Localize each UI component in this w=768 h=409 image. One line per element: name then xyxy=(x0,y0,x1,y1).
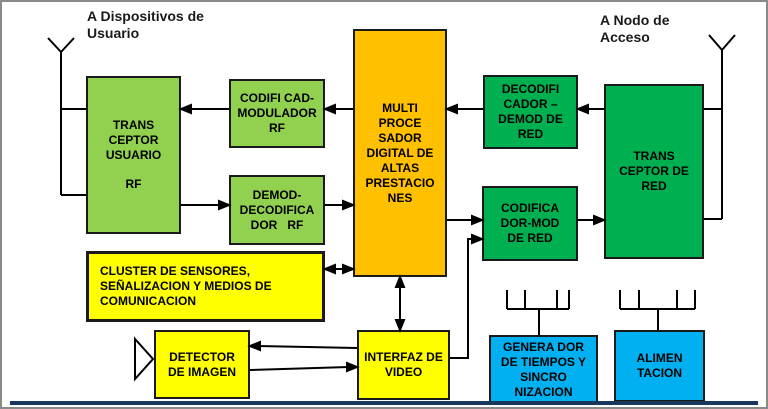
block-generador-de-tiempos: GENERA DOR DE TIEMPOS Y SINCRO NIZACION xyxy=(489,335,598,405)
antenna-icon-right xyxy=(704,34,736,220)
block-alimentacion: ALIMEN TACION xyxy=(614,330,705,402)
block-text-line: DE TIEMPOS Y xyxy=(500,355,587,369)
block-transceptor-usuario-rf: TRANS CEPTOR USUARIO RF xyxy=(86,76,181,234)
arrow-demod-rf-to-mp xyxy=(325,199,356,211)
block-text-line: DETECTOR xyxy=(169,349,235,364)
block-text-line: SINCRO xyxy=(520,370,567,384)
camera-icon xyxy=(134,336,155,382)
arrow-trans-usuario-to-demod-rf xyxy=(181,199,232,211)
block-text-line: RF xyxy=(269,121,285,135)
block-interfaz-de-video: INTERFAZ DE VIDEO xyxy=(357,330,450,400)
bottom-border-bar xyxy=(10,401,758,405)
block-text-line: RED xyxy=(641,179,667,193)
block-text-line: PROCE xyxy=(378,115,422,130)
block-text-line: CODIFICA xyxy=(501,201,559,215)
arrow-trans-red-to-decodif-red xyxy=(575,103,604,115)
label-a-nodo-de-acceso: A Nodo de Acceso xyxy=(600,12,669,46)
block-text-line: PRESTACIO xyxy=(365,175,435,190)
multi-pin-connector-icon-right xyxy=(619,290,696,330)
block-text-line: RED xyxy=(517,127,544,141)
block-text-line: TRANS xyxy=(112,118,155,132)
block-text-line: GENERA DOR xyxy=(503,340,584,354)
block-codificador-mod-de-red: CODIFICA DOR-MOD DE RED xyxy=(482,186,578,261)
arrow-mp-interfaz-bidirectional xyxy=(394,274,406,333)
block-text-line: USUARIO xyxy=(105,148,162,162)
block-multiprocesador-digital: MULTI PROCE SADOR DIGITAL DE ALTAS PREST… xyxy=(353,29,447,277)
block-text-line: DECODIFI xyxy=(501,82,560,96)
block-text-line: DEMOD DE xyxy=(498,112,563,126)
block-demod-decodificador-rf: DEMOD- DECODIFICA DOR RF xyxy=(229,175,325,245)
block-text-line: SEÑALIZACION Y MEDIOS DE xyxy=(100,279,272,293)
multi-pin-connector-icon-left xyxy=(506,290,570,335)
block-text-line: DE IMAGEN xyxy=(167,364,236,379)
label-a-dispositivos-de-usuario: A Dispositivos de Usuario xyxy=(87,8,204,42)
antenna-icon-left xyxy=(47,37,86,196)
block-text-line: CEPTOR DE xyxy=(619,164,689,178)
block-text-line: RF xyxy=(125,177,142,191)
block-text-line: COMUNICACION xyxy=(100,294,196,308)
block-text-line: DEMOD- xyxy=(252,187,302,202)
arrow-codifica-red-to-trans-red xyxy=(578,214,607,226)
block-text-line: DOR-MOD xyxy=(500,216,560,230)
block-text-line: DIGITAL DE xyxy=(366,145,434,160)
block-cluster-de-sensores: CLUSTER DE SENSORES, SEÑALIZACION Y MEDI… xyxy=(86,251,325,322)
block-codificador-modulador-rf: CODIFI CAD- MODULADOR RF xyxy=(229,79,325,148)
arrow-mp-to-codifica-red xyxy=(447,214,485,226)
block-text-line: CADOR – xyxy=(503,97,558,111)
block-text-line: NES xyxy=(387,190,413,205)
block-transceptor-de-red: TRANS CEPTOR DE RED xyxy=(604,84,704,259)
block-text-line: MODULADOR xyxy=(237,106,317,120)
block-text-line: TRANS xyxy=(633,149,675,163)
block-text-line: SADOR xyxy=(378,130,422,145)
arrow-interfaz-to-detector xyxy=(247,340,358,352)
label-line: A Nodo de xyxy=(600,12,670,28)
arrow-codif-rf-to-trans-usuario xyxy=(178,103,229,115)
block-text-line: DE RED xyxy=(507,231,553,245)
arrow-interfaz-to-codifica-red xyxy=(450,233,485,359)
block-text-line: TACION xyxy=(636,366,683,380)
arrow-detector-to-interfaz xyxy=(249,361,360,373)
block-text-line: DECODIFICA xyxy=(239,202,315,217)
block-detector-de-imagen: DETECTOR DE IMAGEN xyxy=(154,330,250,399)
block-text-line: CODIFI CAD- xyxy=(240,91,314,105)
arrow-cluster-mp-bidirectional xyxy=(322,263,356,275)
block-text-line: CLUSTER DE SENSORES, xyxy=(100,264,251,278)
arrow-mp-to-codif-rf xyxy=(322,103,353,115)
block-text-line: NIZACION xyxy=(514,385,573,399)
arrow-decodif-red-to-mp xyxy=(444,103,483,115)
block-text-line: ALTAS xyxy=(380,160,420,175)
block-text-line: DOR RF xyxy=(250,217,304,232)
label-line: Usuario xyxy=(87,25,140,41)
block-text-line: CEPTOR xyxy=(108,133,159,147)
label-line: A Dispositivos de xyxy=(87,8,204,24)
block-text-line: INTERFAZ DE xyxy=(364,350,443,364)
block-text-line: MULTI xyxy=(382,100,418,115)
block-decodificador-demod-de-red: DECODIFI CADOR – DEMOD DE RED xyxy=(483,75,578,149)
block-text-line: ALIMEN xyxy=(636,351,683,365)
block-text-line: VIDEO xyxy=(384,365,423,379)
label-line: Acceso xyxy=(600,29,650,45)
